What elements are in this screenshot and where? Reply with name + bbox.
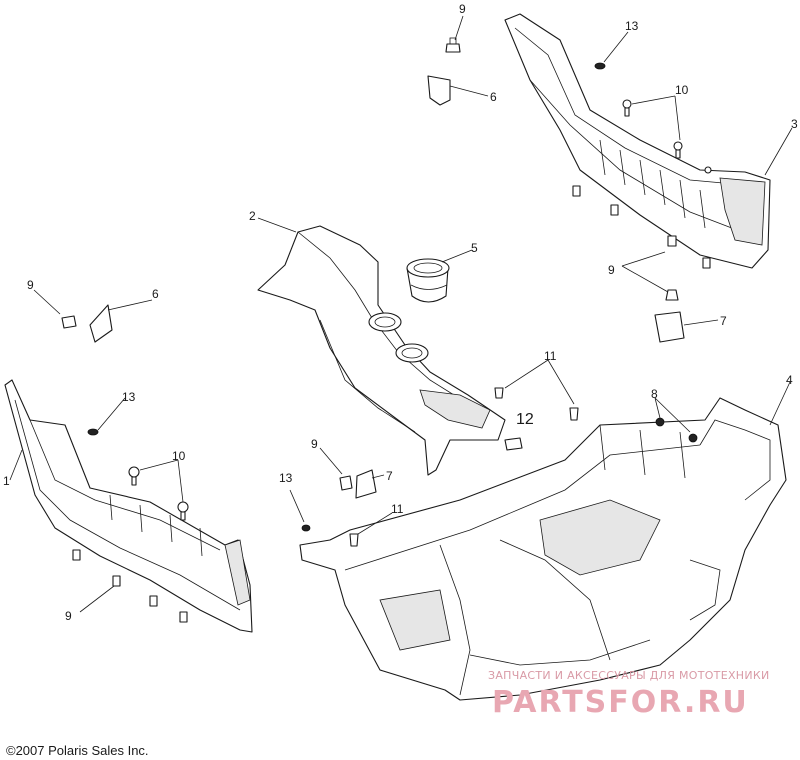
watermark-logo: PARTSFOR.RU (492, 685, 749, 720)
part-1-left-rocker (4, 379, 253, 633)
copyright-notice: ©2007 Polaris Sales Inc. (6, 743, 149, 758)
callouts: 9 13 6 10 3 2 5 9 6 9 7 11 4 13 12 8 1 1… (3, 2, 798, 623)
callout-9-top: 9 (459, 2, 466, 16)
callout-13-center: 13 (279, 471, 293, 485)
callout-3: 3 (791, 117, 798, 131)
callout-13-top: 13 (625, 19, 639, 33)
callout-4: 4 (786, 373, 793, 387)
callout-7-center: 7 (386, 469, 393, 483)
leader-lines (9, 15, 793, 613)
callout-13-left: 13 (122, 390, 136, 404)
callout-9-left: 9 (27, 278, 34, 292)
part-5-cup-holder (406, 258, 450, 303)
callout-1: 1 (3, 474, 10, 488)
callout-11-low: 11 (391, 502, 404, 516)
part-4-floor-pan (299, 397, 787, 701)
part-2-center-console (257, 225, 506, 476)
callout-7-right: 7 (720, 314, 727, 328)
callout-11-mid: 11 (544, 349, 557, 363)
callout-9-bottom: 9 (65, 609, 72, 623)
callout-12: 12 (516, 411, 534, 428)
callout-10-left: 10 (172, 449, 186, 463)
callout-5: 5 (471, 241, 478, 255)
callout-9-center: 9 (311, 437, 318, 451)
callout-9-right: 9 (608, 263, 615, 277)
part-3-right-rocker (504, 13, 771, 269)
watermark: ЗАПЧАСТИ И АКСЕССУАРЫ ДЛЯ МОТОТЕХНИКИ PA… (488, 669, 770, 720)
watermark-tagline: ЗАПЧАСТИ И АКСЕССУАРЫ ДЛЯ МОТОТЕХНИКИ (488, 669, 770, 682)
callout-10-top: 10 (675, 83, 689, 97)
hardware (61, 37, 712, 623)
callout-8: 8 (651, 387, 658, 401)
callout-6-left: 6 (152, 287, 159, 301)
callout-6-top: 6 (490, 90, 497, 104)
callout-2: 2 (249, 209, 256, 223)
